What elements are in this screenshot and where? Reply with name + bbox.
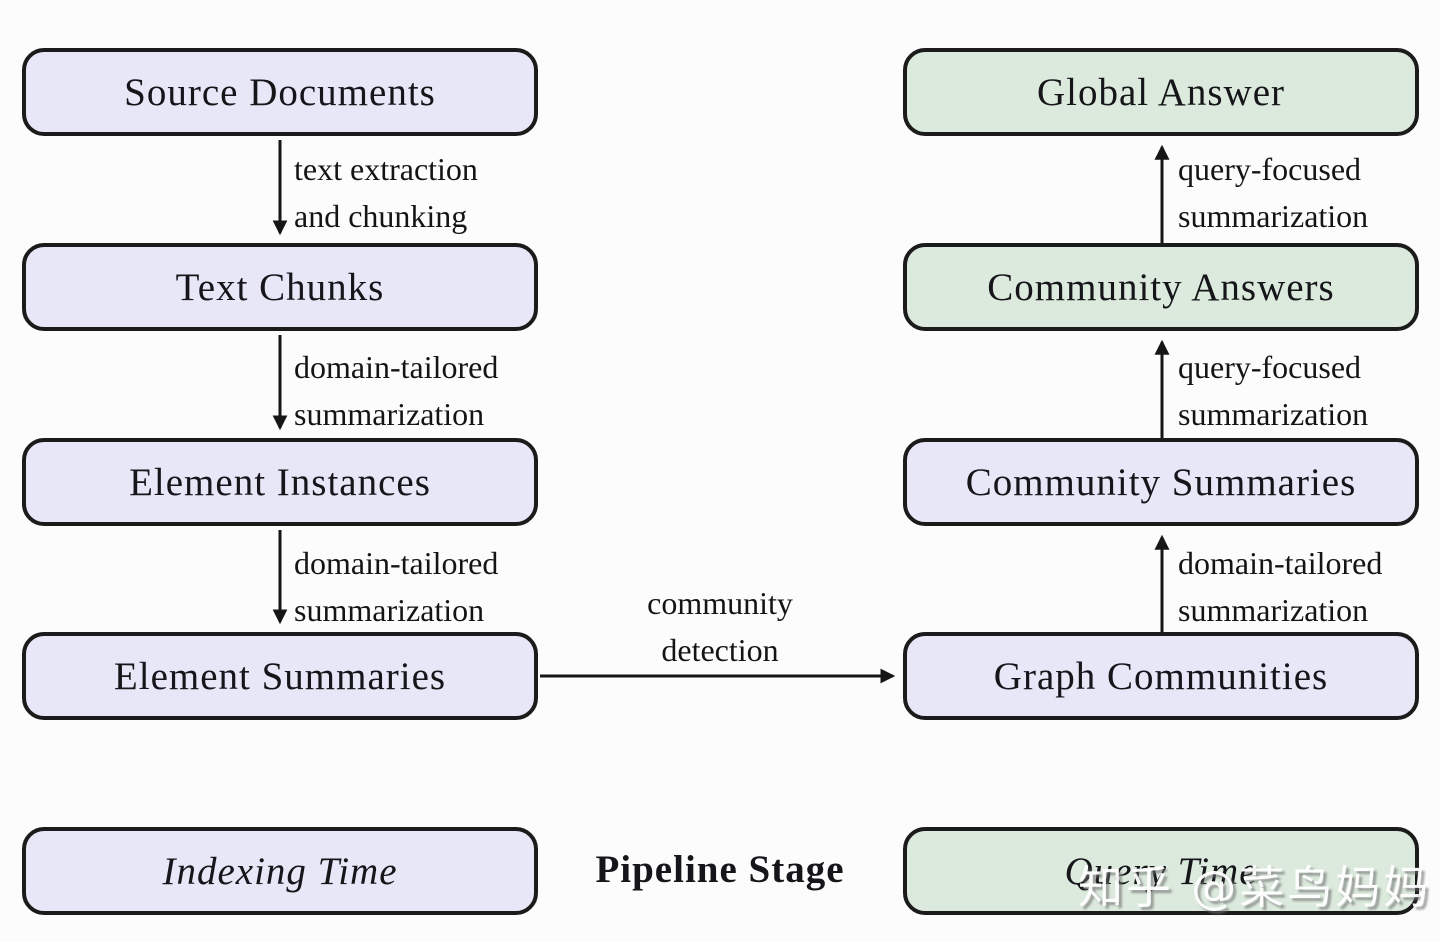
box-community-answers: Community Answers [903,243,1419,331]
box-label: Global Answer [1036,70,1286,114]
edge-label-text-extraction: text extraction and chunking [294,151,478,234]
box-text-chunks: Text Chunks [22,243,538,331]
box-label: Graph Communities [993,654,1329,698]
stage-label: Query Time [1064,849,1258,893]
edge-label-domain-tailored-1: domain-tailored summarization [294,349,499,432]
edge-label-query-focused-1: query-focused summarization [1178,151,1369,234]
box-query-time: Query Time [903,827,1419,915]
watermark-zhihu: 知乎 @菜鸟妈妈 [1078,861,1432,914]
pipeline-stage-caption: Pipeline Stage [595,848,845,891]
box-global-answer: Global Answer [903,48,1419,136]
edge-label-community-detection: community detection [647,585,793,668]
box-community-summaries: Community Summaries [903,438,1419,526]
edge-label-query-focused-2: query-focused summarization [1178,349,1369,432]
box-label: Community Answers [987,265,1335,309]
box-label: Community Summaries [965,460,1357,504]
box-element-summaries: Element Summaries [22,632,538,720]
box-label: Text Chunks [175,265,385,309]
edge-label-domain-tailored-2: domain-tailored summarization [294,545,499,628]
box-indexing-time: Indexing Time [22,827,538,915]
box-graph-communities: Graph Communities [903,632,1419,720]
box-label: Element Instances [129,460,431,504]
box-label: Element Summaries [113,654,447,698]
box-element-instances: Element Instances [22,438,538,526]
stage-label: Indexing Time [162,849,398,893]
edge-label-domain-tailored-3: domain-tailored summarization [1178,545,1383,628]
box-source-documents: Source Documents [22,48,538,136]
box-label: Source Documents [124,70,436,114]
